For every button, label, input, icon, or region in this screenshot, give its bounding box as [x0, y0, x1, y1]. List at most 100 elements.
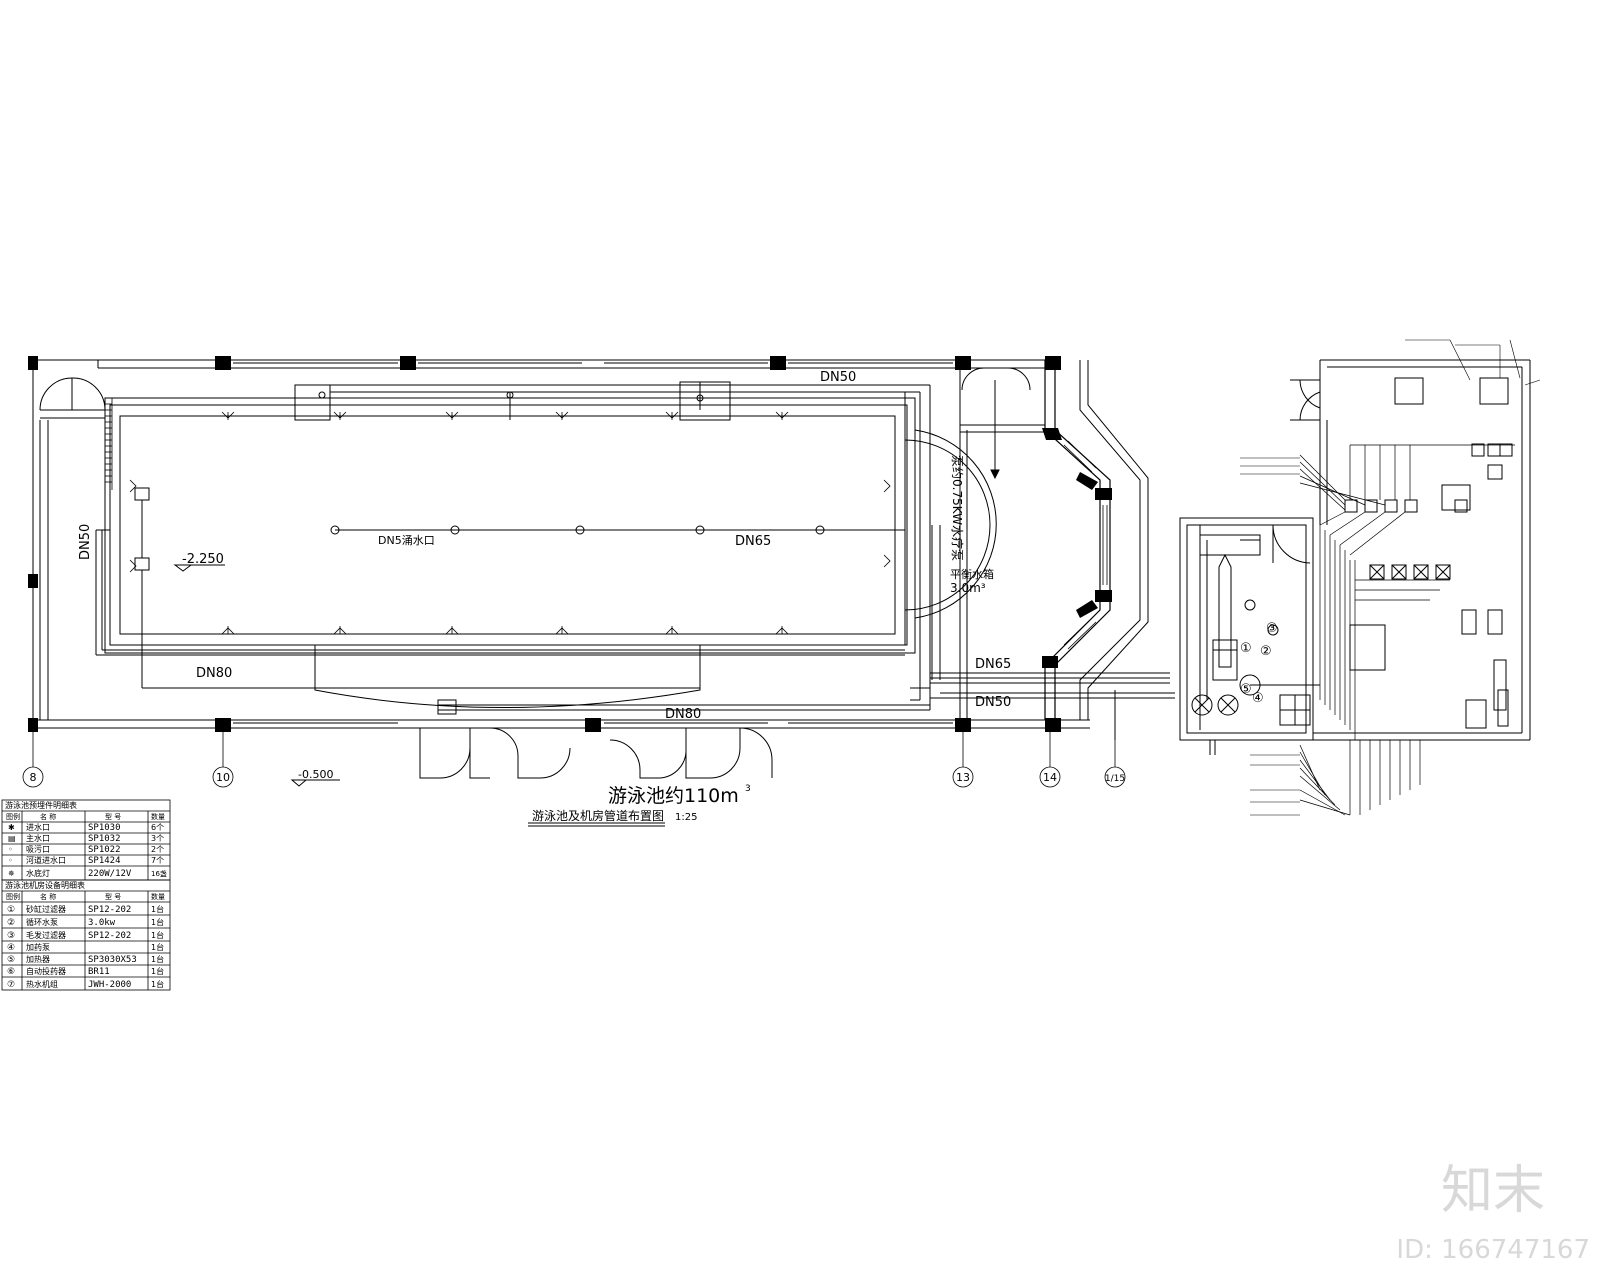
fittings-table: 游泳池预埋件明细表 图例 名 称 型 号 数量 ✱ 进水口 SP1030 6个 … — [1, 799, 171, 881]
label-dn50-top: DN50 — [820, 370, 856, 385]
equipment-header-qty: 数量 — [151, 892, 165, 901]
axis-label-14: 14 — [1043, 771, 1057, 784]
hexagon-room — [1044, 360, 1149, 720]
label-balance-tank: 平衡水箱 — [950, 567, 994, 581]
equipment-header-legend: 图例 — [6, 892, 20, 901]
fittings-row-3-qty: 2个 — [151, 845, 164, 854]
fittings-row-4-name: 河道进水口 — [26, 855, 66, 865]
bottom-pipes — [314, 645, 930, 715]
machine-room-equipment — [1191, 553, 1320, 755]
axis-label-10: 10 — [216, 771, 230, 784]
fittings-row-3-name: 吸污口 — [26, 844, 50, 854]
wall-columns — [28, 356, 1061, 732]
fittings-header-name: 名 称 — [40, 812, 56, 821]
fittings-row-5-qty: 16盏 — [151, 869, 167, 878]
label-tank-volume: 3.0m³ — [950, 581, 986, 595]
equipment-room-walls — [1290, 359, 1531, 741]
equipment-table: 游泳池机房设备明细表 图例 名 称 型 号 数量 ① 砂缸过滤器 SP12-20… — [1, 879, 171, 991]
pool-basin — [104, 397, 916, 654]
right-loop-pipes — [904, 385, 941, 710]
top-supply-pipes — [294, 381, 930, 421]
label-dn65-center: DN65 — [735, 534, 771, 549]
equipment-row-1-model: SP12-202 — [88, 905, 131, 915]
fittings-row-5-icon: ✵ — [8, 869, 15, 878]
watermark-logo: 知末 — [1441, 1161, 1545, 1221]
left-pipes — [95, 529, 905, 656]
annotation-leaders — [1240, 339, 1541, 816]
label-dn50-left: DN50 — [78, 524, 93, 560]
central-inlet-line — [330, 525, 905, 535]
fittings-header-legend: 图例 — [6, 812, 20, 821]
axis-labels: 8 10 13 14 1/15 — [30, 771, 1126, 784]
equipment-row-7-qty: 1台 — [151, 979, 164, 989]
label-dn5-outlet: DN5涌水口 — [378, 534, 435, 547]
main-drains — [134, 487, 700, 689]
fittings-table-title: 游泳池预埋件明细表 — [5, 800, 77, 810]
equipment-label-5: ⑤ — [1240, 682, 1252, 697]
axis-label-1-15: 1/15 — [1105, 774, 1125, 784]
hexagon-pillars — [1042, 428, 1112, 668]
balance-tank-arcs — [904, 429, 997, 619]
fittings-row-1-name: 进水口 — [26, 822, 50, 832]
equipment-row-2-icon: ② — [7, 918, 15, 928]
equipment-row-5-icon: ⑤ — [7, 955, 15, 965]
axis-label-8: 8 — [30, 771, 37, 784]
corridor — [959, 367, 1045, 720]
electrical-panels — [1349, 377, 1509, 729]
fittings-row-3-icon: ◦ — [8, 845, 13, 854]
fittings-row-1-qty: 6个 — [151, 823, 164, 832]
fittings-row-5-name: 水底灯 — [26, 868, 50, 878]
fittings-row-2-model: SP1032 — [88, 834, 121, 844]
equipment-row-5-name: 加热器 — [26, 954, 50, 964]
equipment-label-4: ④ — [1252, 691, 1264, 706]
equipment-row-4-qty: 1台 — [151, 942, 164, 952]
fittings-row-2-qty: 3个 — [151, 834, 164, 843]
overflow-ladder — [104, 398, 113, 490]
fittings-row-1-icon: ✱ — [8, 823, 15, 832]
underwater-lights — [129, 411, 891, 635]
watermark-id: ID: 166747167 — [1396, 1235, 1590, 1265]
equipment-row-3-qty: 1台 — [151, 930, 164, 940]
equipment-row-2-name: 循环水泵 — [26, 917, 58, 927]
machine-room-labels: ① ② ③ ④ ⑤ — [1240, 621, 1278, 706]
equipment-label-3: ③ — [1266, 621, 1278, 636]
pool-hall-walls — [32, 359, 1090, 729]
equipment-header-model: 型 号 — [105, 892, 121, 901]
label-dn80-left: DN80 — [196, 666, 232, 681]
equipment-header-name: 名 称 — [40, 892, 56, 901]
watermark: 知末 ID: 166747167 — [1396, 1161, 1590, 1265]
equipment-label-1: ① — [1240, 641, 1252, 656]
fittings-header-model: 型 号 — [105, 812, 121, 821]
equipment-row-7-icon: ⑦ — [7, 980, 15, 990]
axis-grid-lines — [22, 728, 1126, 788]
title-sub: 游泳池及机房管道布置图 — [532, 808, 664, 823]
pool-elevation-marker — [173, 564, 225, 572]
equipment-row-6-name: 自动投药器 — [26, 966, 66, 976]
top-windows — [233, 362, 953, 724]
title-superscript: 3 — [745, 784, 751, 794]
fittings-row-3-model: SP1022 — [88, 845, 121, 855]
equipment-row-3-model: SP12-202 — [88, 931, 131, 941]
top-left-door — [39, 377, 106, 419]
title-scale: 1:25 — [675, 812, 697, 823]
fittings-row-1-model: SP1030 — [88, 823, 121, 833]
fittings-row-2-icon: ▤ — [8, 834, 16, 843]
drawing-title: 游泳池约110m 3 游泳池及机房管道布置图 1:25 — [532, 784, 751, 823]
equipment-row-6-icon: ⑥ — [7, 967, 15, 977]
fittings-row-4-icon: ◦ — [8, 856, 13, 865]
wiring-bundle — [1299, 444, 1515, 816]
equipment-label-2: ② — [1260, 644, 1272, 659]
axis-label-13: 13 — [956, 771, 970, 784]
machine-room-walls — [1179, 517, 1314, 741]
equipment-row-1-name: 砂缸过滤器 — [26, 904, 66, 914]
equipment-row-6-model: BR11 — [88, 967, 110, 977]
equipment-row-7-name: 热水机组 — [26, 979, 58, 989]
title-underline — [528, 822, 665, 827]
connection-pipes — [930, 672, 1175, 740]
plan-labels: DN50 DN50 DN5涌水口 DN65 -2.250 DN80 DN80 D… — [78, 370, 1011, 781]
equipment-row-3-icon: ③ — [7, 931, 15, 941]
equipment-row-1-qty: 1台 — [151, 904, 164, 914]
equipment-row-7-model: JWH-2000 — [88, 980, 131, 990]
fittings-row-2-name: 主水口 — [26, 833, 50, 843]
